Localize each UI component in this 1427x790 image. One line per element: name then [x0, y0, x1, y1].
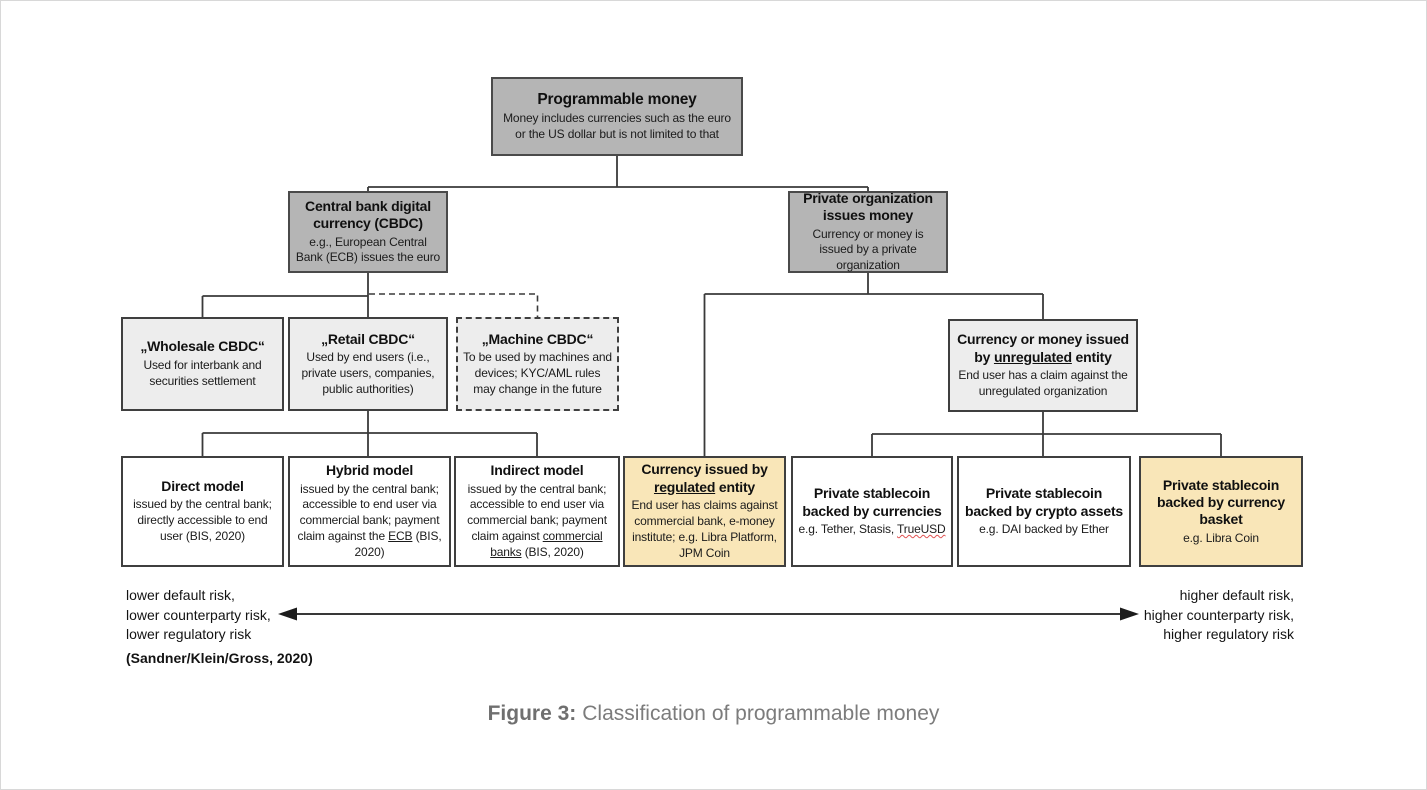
node-title: Central bank digital currency (CBDC) — [305, 197, 431, 232]
node-body: To be used by machines and devices; KYC/… — [463, 349, 612, 396]
node-hybrid-model: Hybrid model issued by the central bank;… — [288, 456, 451, 567]
node-machine-cbdc: „Machine CBDC“ To be used by machines an… — [456, 317, 619, 411]
node-title: „Retail CBDC“ — [321, 330, 415, 347]
title-segment: entity — [715, 478, 756, 495]
node-retail-cbdc: „Retail CBDC“ Used by end users (i.e., p… — [288, 317, 448, 411]
figure-caption-number: Figure 3: — [487, 702, 577, 725]
node-title: Private organization issues money — [803, 189, 933, 224]
node-body: Used for interbank and securities settle… — [143, 357, 262, 388]
lower-risk-label: lower default risk, lower counterparty r… — [126, 586, 271, 645]
node-title: Private stablecoin backed by crypto asse… — [964, 485, 1124, 519]
risk-line: lower default risk, — [126, 587, 235, 603]
node-title: Direct model — [161, 478, 244, 495]
body-underlined-segment: ECB — [388, 529, 413, 544]
title-segment: Currency or money issued by — [957, 331, 1129, 365]
node-currency-issued-by-unregulated-entity: Currency or money issued by unregulated … — [948, 319, 1138, 412]
node-body: issued by the central bank; accessible t… — [295, 482, 444, 561]
figure-caption: Figure 3:Classification of programmable … — [1, 702, 1426, 726]
node-central-bank-digital-currency: Central bank digital currency (CBDC) e.g… — [288, 191, 448, 273]
body-segment: e.g. Tether, Stasis, — [798, 521, 897, 536]
title-segment: entity — [1071, 348, 1112, 365]
arrowhead-left-icon — [278, 607, 297, 621]
node-body: issued by the central bank; accessible t… — [461, 482, 613, 561]
node-body: Currency or money is issued by a private… — [812, 226, 924, 273]
node-body: e.g. DAI backed by Ether — [979, 521, 1109, 536]
node-direct-model: Direct model issued by the central bank;… — [121, 456, 284, 567]
risk-line: higher counterparty risk, — [1143, 606, 1294, 623]
node-title: Programmable money — [537, 91, 697, 109]
figure-caption-text: Classification of programmable money — [582, 702, 940, 725]
node-body: e.g., European Central Bank (ECB) issues… — [295, 234, 441, 265]
node-body: End user has claims against commercial b… — [631, 498, 778, 560]
node-title: Indirect model — [490, 462, 584, 479]
node-wholesale-cbdc: „Wholesale CBDC“ Used for interbank and … — [121, 317, 284, 411]
node-body: End user has a claim against the unregul… — [958, 368, 1128, 398]
risk-line: lower counterparty risk, — [126, 606, 271, 623]
title-underlined-segment: regulated — [653, 478, 716, 495]
body-underlined-segment: commercial banks — [490, 529, 603, 559]
node-private-stablecoin-backed-by-currencies: Private stablecoin backed by currencies … — [791, 456, 953, 567]
node-private-stablecoin-backed-by-crypto-assets: Private stablecoin backed by crypto asse… — [957, 456, 1131, 567]
body-spellcheck-segment: TrueUSD — [896, 521, 946, 536]
node-title: Private stablecoin backed by currency ba… — [1157, 476, 1285, 528]
node-private-stablecoin-backed-by-currency-basket: Private stablecoin backed by currency ba… — [1139, 456, 1303, 567]
title-segment: Currency issued by — [641, 461, 768, 478]
node-body: e.g. Libra Coin — [1183, 530, 1259, 545]
source-citation: (Sandner/Klein/Gross, 2020) — [126, 650, 313, 666]
risk-line: higher regulatory risk — [1163, 626, 1294, 642]
body-segment: issued by the central bank; accessible t… — [467, 481, 607, 544]
arrowhead-right-icon — [1120, 607, 1139, 621]
node-body: e.g. Tether, Stasis, TrueUSD — [799, 522, 946, 538]
node-title: „Wholesale CBDC“ — [140, 338, 265, 355]
node-currency-issued-by-regulated-entity: Currency issued by regulated entity End … — [623, 456, 786, 567]
node-title: Currency or money issued by unregulated … — [955, 331, 1131, 366]
node-title: Currency issued by regulated entity — [630, 461, 779, 496]
body-segment: (BIS, 2020) — [354, 529, 442, 559]
risk-line: lower regulatory risk — [126, 626, 252, 642]
node-private-organization-issues-money: Private organization issues money Curren… — [788, 189, 948, 273]
title-underlined-segment: unregulated — [993, 348, 1072, 365]
dashed-connector-machine-cbdc — [369, 293, 539, 317]
body-segment: issued by the central bank; accessible t… — [297, 481, 440, 544]
higher-risk-label: higher default risk, higher counterparty… — [1144, 586, 1294, 645]
body-segment: (BIS, 2020) — [521, 544, 584, 559]
node-indirect-model: Indirect model issued by the central ban… — [454, 456, 620, 567]
risk-spectrum-arrow — [278, 607, 1139, 621]
node-body: issued by the central bank; directly acc… — [133, 497, 272, 544]
node-body: Used by end users (i.e., private users, … — [301, 349, 435, 396]
node-programmable-money: Programmable money Money includes curren… — [491, 77, 743, 156]
risk-line: higher default risk, — [1179, 587, 1294, 603]
node-title: Hybrid model — [325, 462, 414, 479]
node-title: „Machine CBDC“ — [481, 330, 594, 347]
node-title: Private stablecoin backed by currencies — [802, 485, 942, 519]
node-body: Money includes currencies such as the eu… — [503, 111, 731, 142]
